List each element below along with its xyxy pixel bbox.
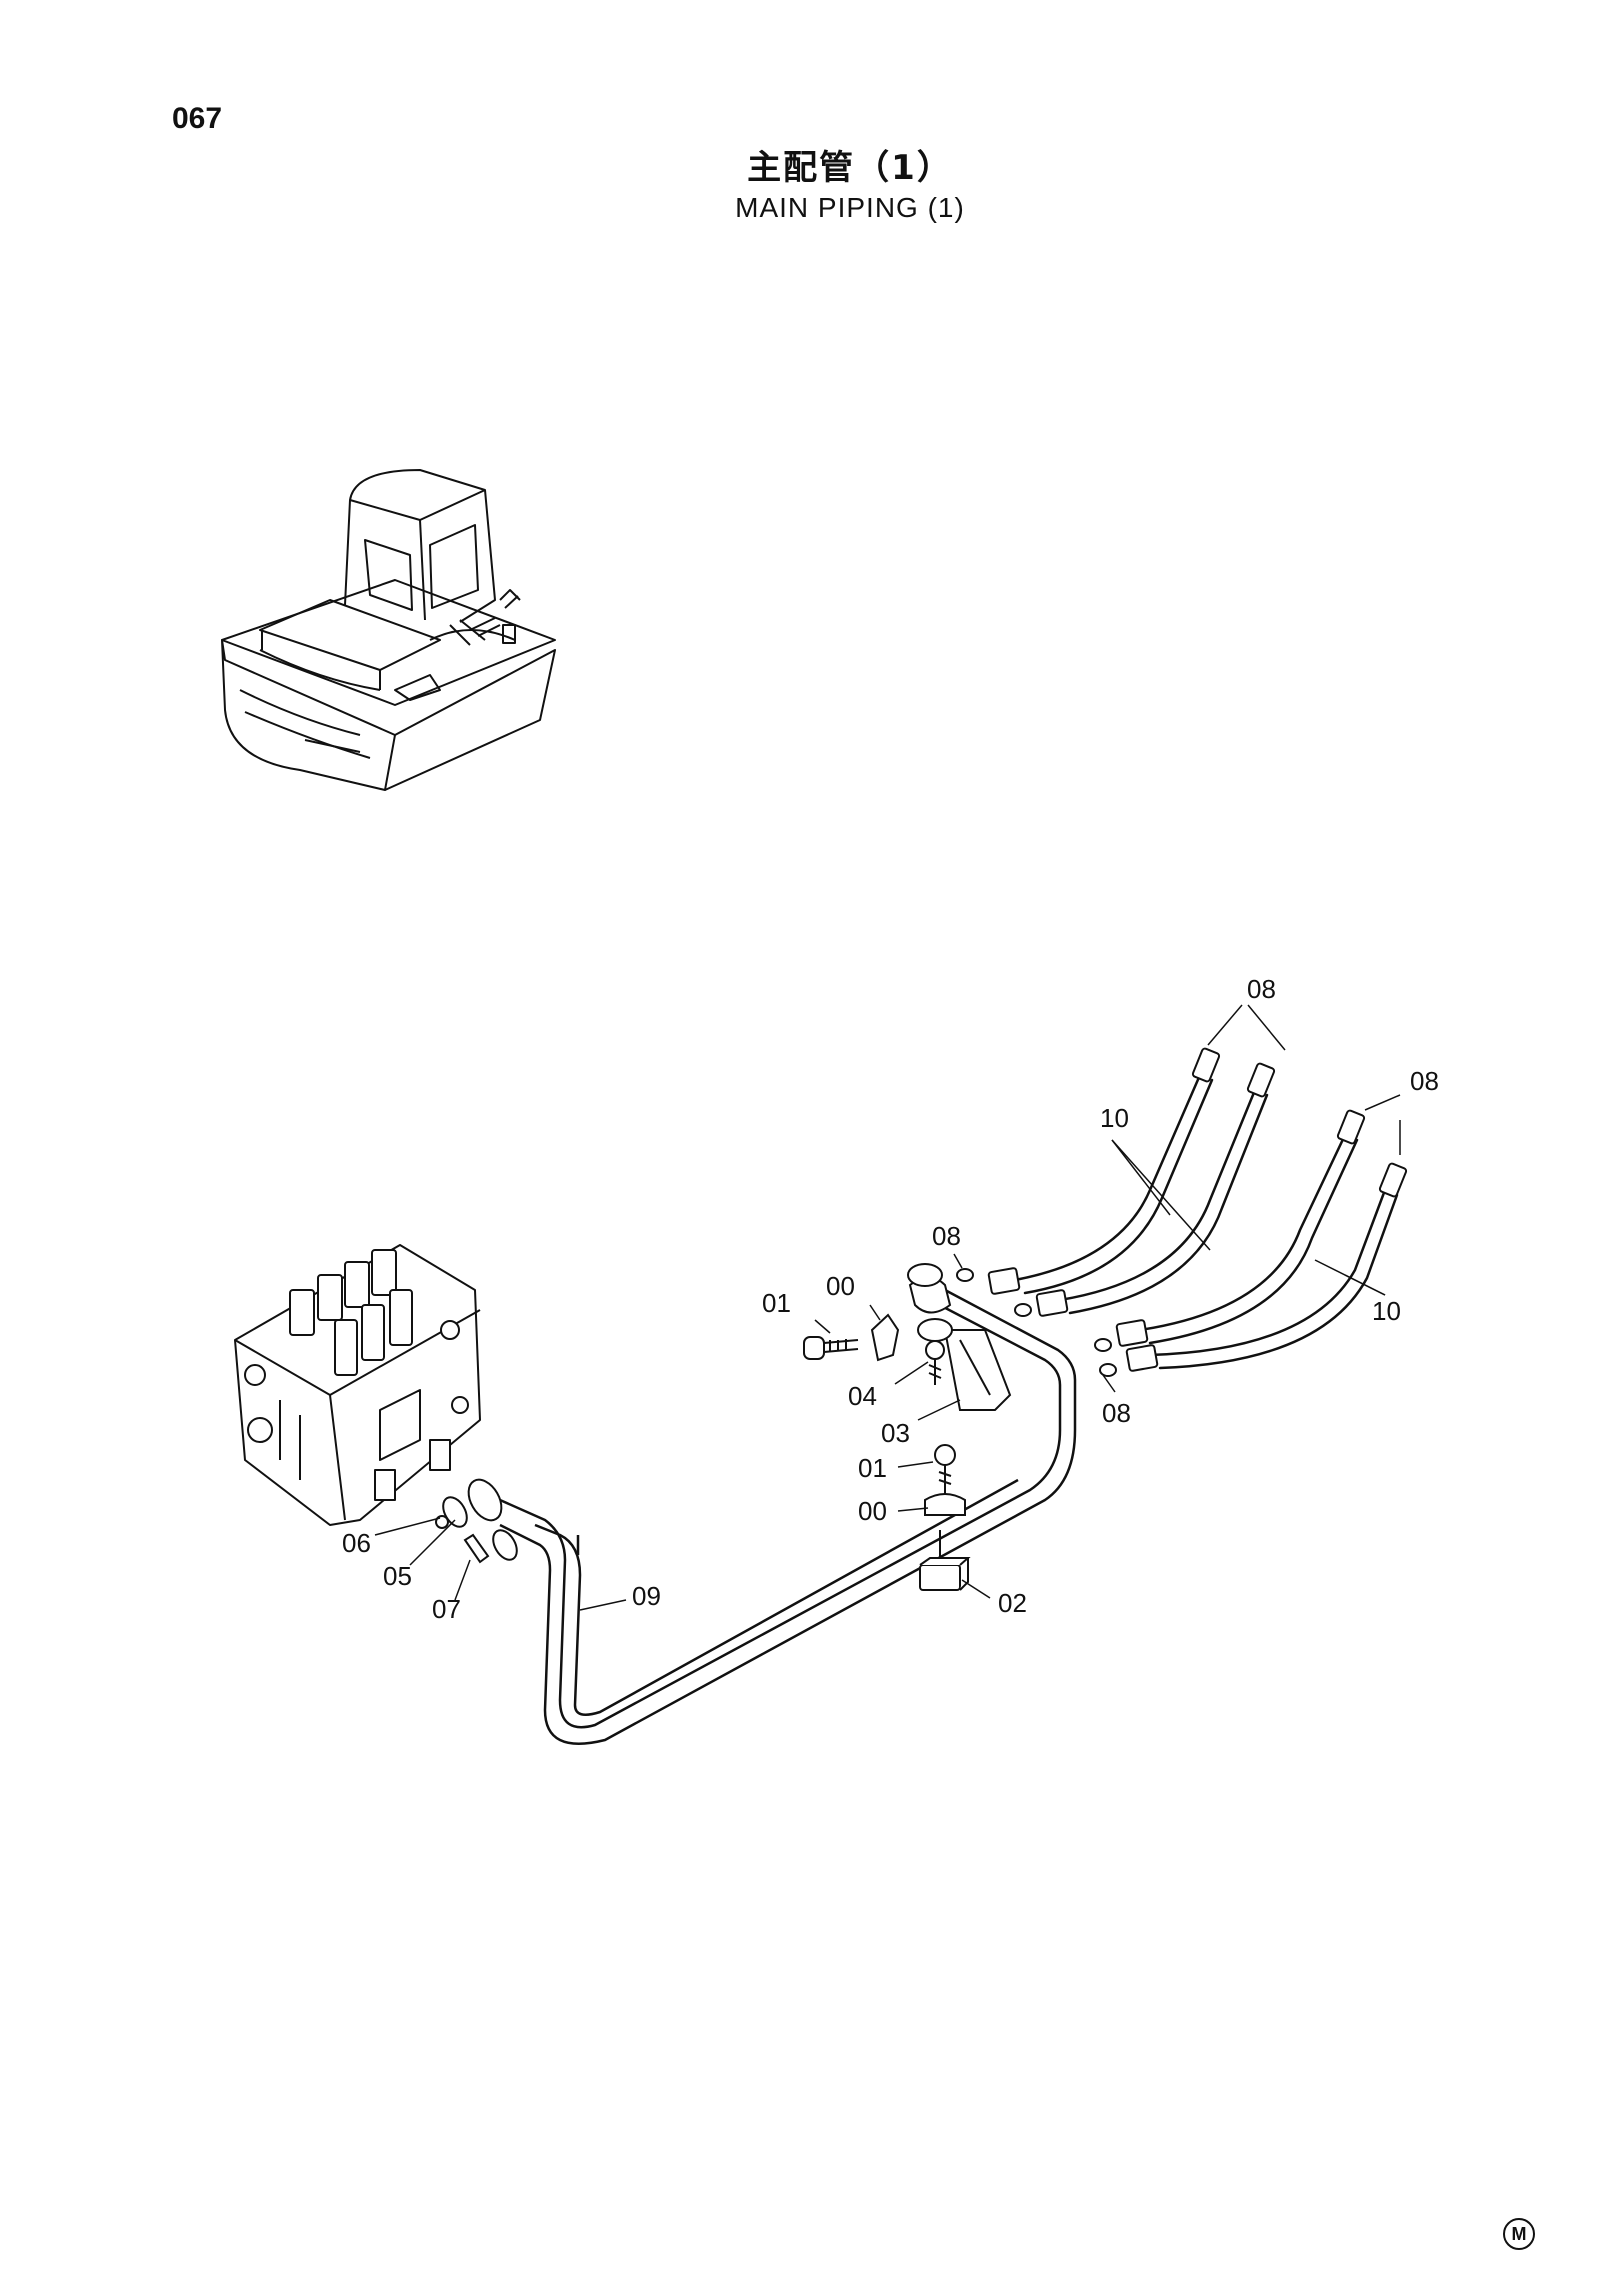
callout-00-upper: 00	[826, 1271, 855, 1301]
callout-01-upper: 01	[762, 1288, 791, 1318]
callout-04: 04	[848, 1381, 877, 1411]
pipe-flange-assembly	[435, 1478, 518, 1564]
callout-09: 09	[632, 1581, 661, 1611]
control-valve-block	[234, 1244, 481, 1526]
callout-03: 03	[881, 1418, 910, 1448]
lower-clamp-parts	[919, 1444, 971, 1591]
hose-set	[1013, 1073, 1399, 1370]
footer-marker: M	[1503, 2218, 1535, 2250]
callout-08-mid: 08	[932, 1221, 961, 1251]
callout-labels: 08 08 10 08 01 00 04 03 08 10 01 00 02 0…	[342, 974, 1439, 1624]
callout-10-lower: 10	[1372, 1296, 1401, 1326]
pipe-bracket	[907, 1263, 1012, 1411]
callout-08-top: 08	[1247, 974, 1276, 1004]
callout-10-upper: 10	[1100, 1103, 1129, 1133]
main-pipe	[499, 1288, 1077, 1745]
diagram-title-english: MAIN PIPING (1)	[735, 192, 965, 223]
callout-08-lower: 08	[1102, 1398, 1131, 1428]
leader-lines	[374, 1004, 1401, 1611]
hose-fittings	[956, 1047, 1408, 1377]
callout-02: 02	[998, 1588, 1027, 1618]
excavator-overview-illustration	[221, 469, 556, 791]
callout-05: 05	[383, 1561, 412, 1591]
callout-00-lower: 00	[858, 1496, 887, 1526]
callout-08-right: 08	[1410, 1066, 1439, 1096]
callout-07: 07	[432, 1594, 461, 1624]
callout-01-lower: 01	[858, 1453, 887, 1483]
diagram-title-japanese: 主配管（1）	[747, 148, 953, 188]
upper-clamp-parts	[803, 1313, 945, 1385]
page-number: 067	[172, 102, 223, 135]
callout-06: 06	[342, 1528, 371, 1558]
